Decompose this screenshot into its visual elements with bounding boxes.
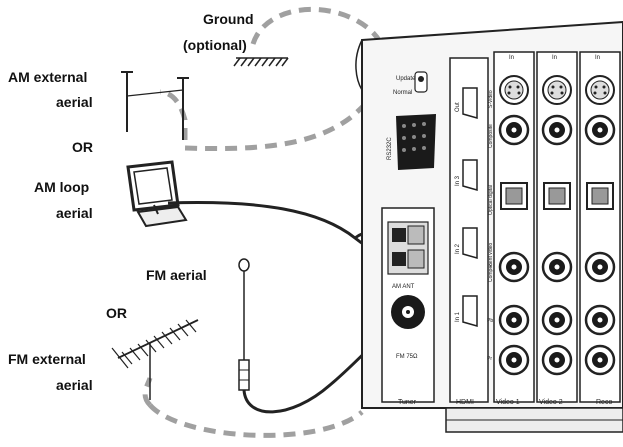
side-label-optical: Optical digital bbox=[488, 185, 494, 215]
hdmi-panel bbox=[449, 57, 489, 403]
component-jack-pin bbox=[597, 264, 603, 270]
hdmi-port-out: Out bbox=[455, 102, 461, 112]
tuner-panel bbox=[381, 207, 435, 403]
col-in-2: In bbox=[552, 55, 557, 61]
svideo-pin bbox=[508, 85, 512, 89]
component-jack-pin bbox=[511, 317, 517, 323]
svideo-pin bbox=[602, 85, 606, 89]
tuner-label: Tuner bbox=[398, 399, 417, 406]
component-jack-pin bbox=[511, 264, 517, 270]
optical-jack-inner bbox=[548, 187, 566, 205]
ground-optional-label: (optional) bbox=[183, 37, 247, 53]
col-in-1: In bbox=[509, 55, 514, 61]
rs232c-port bbox=[396, 114, 436, 170]
composite-jack-pin bbox=[554, 127, 560, 133]
svideo-jack-inner bbox=[547, 80, 567, 100]
fm-aerial-icon bbox=[238, 258, 250, 391]
bottom-label-reco: Reco bbox=[596, 399, 612, 406]
am-loop-label-line2: aerial bbox=[56, 205, 93, 221]
svideo-pin bbox=[516, 85, 520, 89]
switch-bottom-label: Normal bbox=[393, 90, 412, 96]
svideo-pin bbox=[593, 91, 597, 95]
ground-wire-lower bbox=[148, 403, 364, 438]
bottom-label-video2: Video 2 bbox=[539, 399, 563, 406]
svideo-pin bbox=[517, 91, 521, 95]
am-external-label-line2: aerial bbox=[56, 94, 93, 110]
optical-jack-inner bbox=[505, 187, 523, 205]
svideo-pin bbox=[559, 85, 563, 89]
am-loop-aerial-icon bbox=[126, 160, 188, 228]
optical-jack-inner bbox=[591, 187, 609, 205]
hdmi-port-in3: In 3 bbox=[455, 175, 461, 186]
video-columns bbox=[493, 51, 621, 403]
svideo-pin bbox=[603, 91, 607, 95]
svideo-pin bbox=[507, 91, 511, 95]
composite-jack-pin bbox=[597, 127, 603, 133]
bottom-label-video1: Video 1 bbox=[496, 399, 520, 406]
fm-external-label-line1: FM external bbox=[8, 351, 86, 367]
svideo-jack-inner bbox=[590, 80, 610, 100]
fm-ant-label: FM 75Ω bbox=[396, 354, 418, 360]
ground-symbol bbox=[233, 57, 289, 67]
am-ant-label: AM ANT bbox=[392, 284, 415, 290]
svideo-jack-inner bbox=[504, 80, 524, 100]
component-jack-pin bbox=[554, 264, 560, 270]
svideo-pin bbox=[560, 91, 564, 95]
side-label-pb: Pb bbox=[487, 318, 493, 324]
component-jack-pin bbox=[597, 357, 603, 363]
am-external-label-line1: AM external bbox=[8, 69, 88, 85]
hdmi-label: HDMI bbox=[456, 399, 474, 406]
or-label-1: OR bbox=[72, 139, 93, 155]
svideo-pin bbox=[551, 85, 555, 89]
side-label-composite: Composite bbox=[488, 124, 494, 148]
or-label-2: OR bbox=[106, 305, 127, 321]
component-jack-pin bbox=[554, 357, 560, 363]
side-label-component: Component video bbox=[488, 243, 494, 282]
hdmi-port-in1: In 1 bbox=[455, 311, 461, 322]
fm-aerial-label: FM aerial bbox=[146, 267, 207, 283]
svideo-pin bbox=[550, 91, 554, 95]
fm-external-aerial-icon bbox=[111, 319, 199, 400]
side-label-pr: Pr bbox=[487, 356, 492, 362]
ground-label: Ground bbox=[203, 11, 254, 27]
side-label-svideo: S-Video bbox=[488, 90, 494, 108]
video-jacks bbox=[498, 75, 616, 376]
col-in-3: In bbox=[595, 55, 600, 61]
component-jack-pin bbox=[511, 357, 517, 363]
rs232-label: RS232C bbox=[387, 137, 393, 160]
am-loop-label-line1: AM loop bbox=[34, 179, 90, 195]
component-jack-pin bbox=[597, 317, 603, 323]
fm-external-label-line2: aerial bbox=[56, 377, 93, 393]
switch-top-label: Update bbox=[396, 76, 416, 82]
ground-wire bbox=[159, 7, 388, 152]
am-external-aerial-icon bbox=[121, 71, 189, 140]
hdmi-port-in2: In 2 bbox=[455, 243, 461, 254]
svideo-pin bbox=[594, 85, 598, 89]
update-normal-switch bbox=[414, 71, 428, 93]
composite-jack-pin bbox=[511, 127, 517, 133]
side-label-y: Y bbox=[489, 264, 493, 270]
component-jack-pin bbox=[554, 317, 560, 323]
